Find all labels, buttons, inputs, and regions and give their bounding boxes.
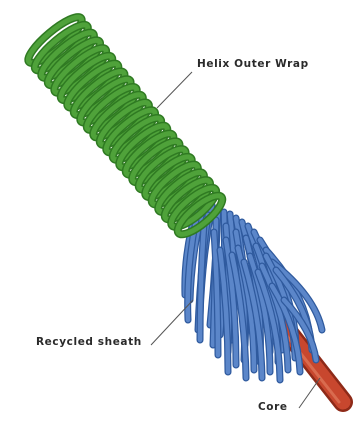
recycled-sheath-label: Recycled sheath xyxy=(36,336,142,348)
helix-outer-wrap-label: Helix Outer Wrap xyxy=(197,58,309,70)
helix-outer-wrap-coils xyxy=(23,11,227,240)
helix-label-leader-line xyxy=(157,72,192,108)
core-label-leader-line xyxy=(299,378,320,408)
core-label: Core xyxy=(258,401,288,413)
